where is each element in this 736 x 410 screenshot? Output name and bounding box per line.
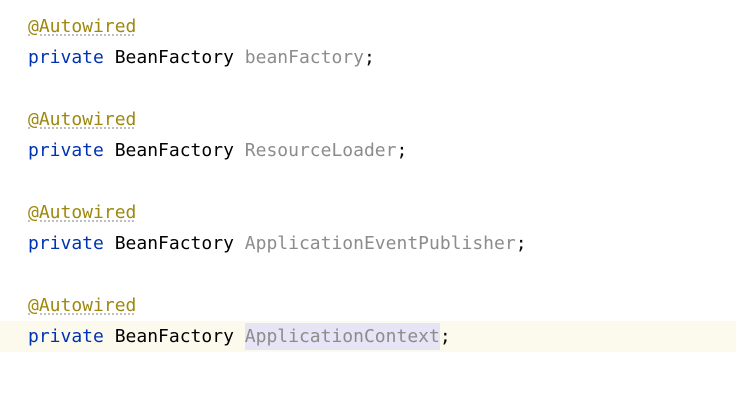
- code-line[interactable]: @Autowired: [0, 290, 736, 321]
- field-name: beanFactory: [244, 47, 364, 68]
- type-name: BeanFactory: [114, 47, 234, 68]
- semicolon: ;: [515, 233, 527, 254]
- field-name: ResourceLoader: [244, 140, 397, 161]
- type-name: BeanFactory: [114, 233, 234, 254]
- code-line[interactable]: private BeanFactory ResourceLoader;: [0, 135, 736, 166]
- highlighted-field-name[interactable]: ApplicationContext: [244, 323, 440, 350]
- empty-code-line[interactable]: [0, 73, 736, 104]
- modifier-keyword: private: [28, 47, 104, 68]
- modifier-keyword: private: [28, 140, 104, 161]
- annotation-token: @Autowired: [28, 202, 137, 223]
- type-name: BeanFactory: [114, 140, 234, 161]
- empty-code-line[interactable]: [0, 166, 736, 197]
- semicolon: ;: [439, 326, 451, 347]
- field-name: ApplicationEventPublisher: [244, 233, 516, 254]
- type-name: BeanFactory: [114, 326, 234, 347]
- code-line[interactable]: @Autowired: [0, 11, 736, 42]
- current-code-line[interactable]: private BeanFactory ApplicationContext;: [0, 321, 736, 352]
- semicolon: ;: [396, 140, 408, 161]
- code-line[interactable]: @Autowired: [0, 104, 736, 135]
- code-line[interactable]: private BeanFactory ApplicationEventPubl…: [0, 228, 736, 259]
- code-line[interactable]: @Autowired: [0, 197, 736, 228]
- code-editor[interactable]: @Autowired private BeanFactory beanFacto…: [0, 11, 736, 352]
- code-line[interactable]: private BeanFactory beanFactory;: [0, 42, 736, 73]
- semicolon: ;: [363, 47, 375, 68]
- modifier-keyword: private: [28, 233, 104, 254]
- annotation-token: @Autowired: [28, 295, 137, 316]
- modifier-keyword: private: [28, 326, 104, 347]
- annotation-token: @Autowired: [28, 16, 137, 37]
- empty-code-line[interactable]: [0, 259, 736, 290]
- annotation-token: @Autowired: [28, 109, 137, 130]
